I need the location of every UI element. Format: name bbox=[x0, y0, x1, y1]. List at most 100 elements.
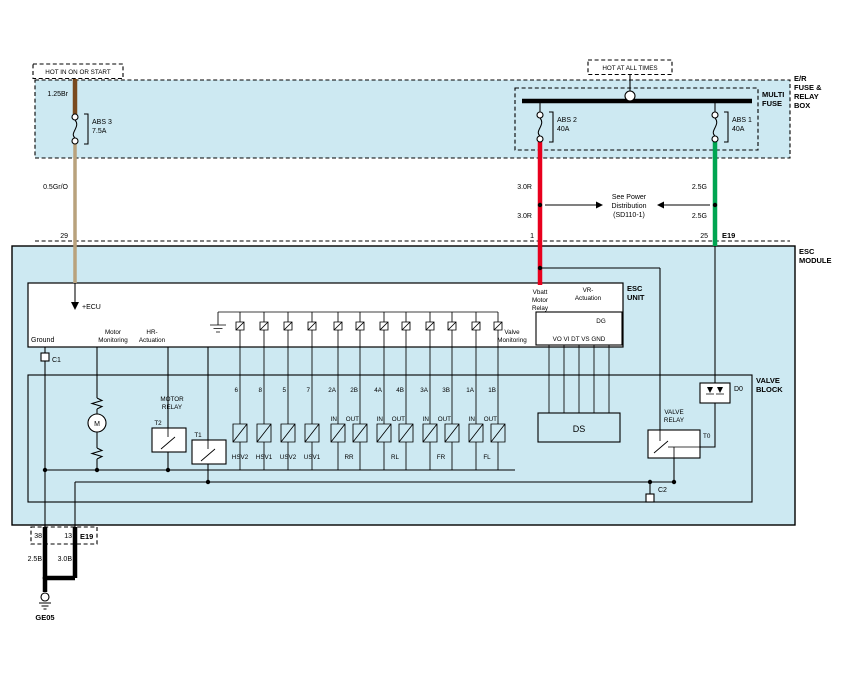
svg-text:4A: 4A bbox=[374, 387, 383, 394]
svg-text:USV1: USV1 bbox=[304, 454, 321, 461]
svg-text:RELAY: RELAY bbox=[794, 92, 819, 101]
svg-text:Actuation: Actuation bbox=[139, 337, 166, 344]
dg-box bbox=[535, 311, 623, 346]
svg-text:7: 7 bbox=[306, 387, 310, 394]
hot-at-all-times-box bbox=[587, 59, 673, 76]
esc-unit-box bbox=[27, 282, 624, 348]
svg-text:FL: FL bbox=[483, 454, 491, 461]
svg-text:5: 5 bbox=[282, 387, 286, 394]
ds-feed-wires bbox=[548, 345, 610, 413]
fuse-abs3-rating: 7.5A bbox=[92, 128, 107, 135]
vr-actuation-label: VR- bbox=[583, 287, 594, 294]
svg-text:RELAY: RELAY bbox=[162, 404, 183, 411]
svg-text:Monitoring: Monitoring bbox=[98, 337, 128, 344]
relay-t2-icon bbox=[151, 427, 187, 453]
motor-relay-label: MOTOR bbox=[160, 396, 184, 403]
valve-block-label: VALVE bbox=[756, 376, 780, 385]
hr-actuation-label: HR- bbox=[146, 329, 157, 336]
svg-text:Relay: Relay bbox=[532, 305, 549, 312]
wire-black-ground bbox=[42, 527, 78, 592]
svg-text:OUT: OUT bbox=[438, 416, 451, 423]
svg-text:Distribution: Distribution bbox=[611, 203, 646, 210]
svg-text:FUSE: FUSE bbox=[762, 99, 782, 108]
valve-relay-label: VALVE bbox=[664, 409, 683, 416]
svg-text:1A: 1A bbox=[466, 387, 475, 394]
svg-text:Motor: Motor bbox=[532, 297, 548, 304]
svg-text:RR: RR bbox=[344, 454, 354, 461]
er-box-label: E/R bbox=[794, 74, 807, 83]
ds-label: DS bbox=[573, 424, 586, 434]
valve-block-box bbox=[27, 374, 753, 503]
bus-terminal-icon bbox=[624, 90, 636, 102]
chassis-ground-icon bbox=[40, 592, 50, 602]
svg-text:2A: 2A bbox=[328, 387, 337, 394]
c2-label: C2 bbox=[658, 487, 667, 494]
ground-label: Ground bbox=[31, 337, 54, 344]
svg-text:3A: 3A bbox=[420, 387, 429, 394]
svg-text:2B: 2B bbox=[350, 387, 358, 394]
svg-text:IN: IN bbox=[469, 416, 476, 423]
svg-text:Actuation: Actuation bbox=[575, 295, 602, 302]
esc-unit-label: ESC bbox=[627, 284, 643, 293]
svg-text:OUT: OUT bbox=[346, 416, 359, 423]
ds-box bbox=[537, 412, 621, 443]
bottom-connector-dashed-box bbox=[30, 526, 98, 545]
svg-text:Monitoring: Monitoring bbox=[497, 337, 527, 344]
c1-label: C1 bbox=[52, 357, 61, 364]
wire-label-2-5b: 2.5B bbox=[28, 556, 43, 563]
wire-label-green-1: 2.5G bbox=[692, 184, 707, 191]
svg-text:1B: 1B bbox=[488, 387, 496, 394]
see-power-arrow-left-icon bbox=[657, 201, 664, 209]
wire-label-red-1: 3.0R bbox=[517, 184, 532, 191]
dg-pins-label: VO VI DT VS GND bbox=[553, 336, 606, 343]
motor-monitoring-label: Motor bbox=[105, 329, 121, 336]
d0-diode-box bbox=[699, 382, 731, 404]
ground-comb bbox=[210, 311, 498, 333]
svg-text:UNIT: UNIT bbox=[627, 293, 645, 302]
svg-text:IN: IN bbox=[377, 416, 384, 423]
fuse-abs3-name: ABS 3 bbox=[92, 119, 112, 126]
wire-label-tan: 0.5Gr/O bbox=[43, 184, 68, 191]
svg-text:MODULE: MODULE bbox=[799, 256, 832, 265]
multi-fuse-box bbox=[514, 87, 759, 151]
svg-text:OUT: OUT bbox=[392, 416, 405, 423]
svg-text:3B: 3B bbox=[442, 387, 450, 394]
ecu-arrow-icon bbox=[71, 302, 79, 310]
pin-25: 25 bbox=[700, 233, 708, 240]
motor-m-label: M bbox=[94, 421, 100, 428]
svg-text:8: 8 bbox=[258, 387, 262, 394]
t0-label: T0 bbox=[703, 433, 711, 440]
pin-13: 13 bbox=[64, 533, 72, 540]
circuit-wires bbox=[44, 75, 729, 527]
wire-label-green-2: 2.5G bbox=[692, 213, 707, 220]
t2-label: T2 bbox=[154, 420, 162, 427]
svg-text:(SD110-1): (SD110-1) bbox=[613, 212, 645, 219]
pin-1: 1 bbox=[530, 233, 534, 240]
wire-label-red-2: 3.0R bbox=[517, 213, 532, 220]
esc-module-label: ESC bbox=[799, 247, 815, 256]
fuse-abs3-icon bbox=[71, 113, 79, 121]
col-num: 6 bbox=[234, 387, 238, 394]
svg-text:BLOCK: BLOCK bbox=[756, 385, 783, 394]
t1-label: T1 bbox=[194, 432, 202, 439]
fuse-abs2-name: ABS 2 bbox=[557, 117, 577, 124]
fuse-abs2-icon bbox=[536, 111, 544, 119]
valve-name: HSV2 bbox=[232, 454, 249, 461]
c2-connector-icon bbox=[645, 493, 655, 503]
fuse-abs1-name: ABS 1 bbox=[732, 117, 752, 124]
wire-label-3-0b: 3.0B bbox=[58, 556, 73, 563]
diode-icons bbox=[707, 387, 723, 393]
ecu-label: +ECU bbox=[82, 304, 101, 311]
er-fuse-relay-box bbox=[34, 79, 791, 159]
solenoid-valve-icons bbox=[232, 423, 506, 443]
d0-label: D0 bbox=[734, 386, 743, 393]
pin-38: 38 bbox=[34, 533, 42, 540]
ground-bars bbox=[39, 602, 51, 610]
multi-fuse-label: MULTI bbox=[762, 90, 784, 99]
svg-text:FR: FR bbox=[437, 454, 446, 461]
fuse-abs1-rating: 40A bbox=[732, 126, 745, 133]
svg-text:FUSE &: FUSE & bbox=[794, 83, 822, 92]
see-power-arrow-right-icon bbox=[596, 201, 603, 209]
wire-label-brown: 1.25Br bbox=[47, 91, 68, 98]
